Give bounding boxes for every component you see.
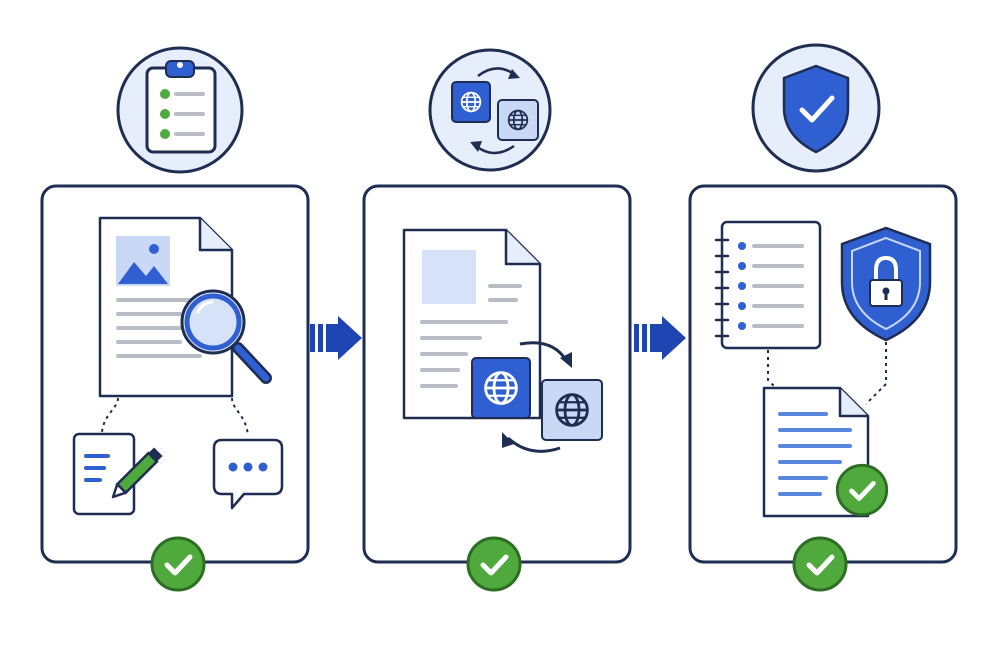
stage-2 — [362, 48, 632, 590]
clipboard-checklist-icon — [116, 46, 244, 174]
stage-3 — [688, 43, 958, 590]
check-badge-icon — [152, 538, 204, 590]
notebook-list-icon — [714, 220, 822, 350]
language-swap-icon — [428, 48, 552, 172]
dotted-connector — [767, 350, 777, 389]
dotted-connector — [865, 342, 887, 405]
stage-1 — [40, 46, 310, 590]
globe-icon — [471, 357, 531, 419]
check-badge-icon — [794, 538, 846, 590]
document-with-image-icon — [98, 216, 234, 398]
magnifying-glass-icon — [180, 289, 272, 384]
chat-bubble-icon — [212, 438, 284, 510]
shield-check-icon — [751, 43, 881, 173]
swap-arrows-icon — [502, 341, 572, 453]
dotted-connector — [101, 397, 119, 433]
edit-note-icon — [72, 432, 163, 516]
arrow-right-icon — [634, 316, 686, 360]
approved-document-icon — [762, 386, 887, 518]
globe-icon — [541, 379, 603, 441]
arrow-right-icon — [310, 316, 362, 360]
shield-lock-icon — [840, 226, 932, 342]
check-badge-icon — [468, 538, 520, 590]
dotted-connector — [231, 397, 249, 437]
